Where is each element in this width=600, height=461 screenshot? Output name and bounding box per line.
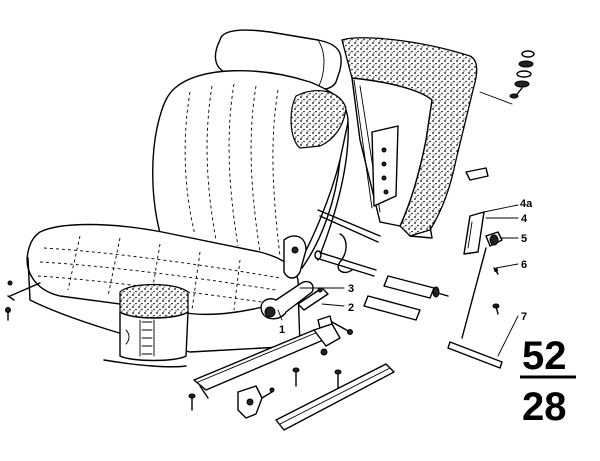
group-number: 52 28	[520, 334, 576, 429]
top-fastener	[479, 50, 535, 105]
front-bolster	[119, 283, 189, 319]
group-number-bottom: 28	[522, 385, 567, 429]
backrest-corner-trim	[290, 90, 347, 149]
spacer-tube	[363, 295, 421, 321]
callout-2: 2	[348, 302, 354, 314]
left-seat-rail	[193, 329, 329, 391]
seat-cushion	[26, 223, 299, 316]
callout-1: 1	[279, 324, 285, 336]
part-7-rod	[447, 341, 503, 369]
release-cable	[337, 233, 353, 274]
callout-4: 4	[521, 213, 528, 225]
callout-7: 7	[521, 311, 527, 323]
latch-clip	[465, 167, 489, 181]
backrest-frame	[317, 37, 535, 243]
group-number-top: 52	[522, 334, 567, 378]
cylinder-rod	[383, 275, 435, 299]
hinge-plate	[283, 235, 307, 279]
seat-assembly	[5, 29, 349, 368]
callout-5: 5	[521, 233, 527, 245]
part-2-lever	[297, 287, 329, 311]
leader-lines	[277, 204, 519, 357]
callout-3: 3	[348, 283, 354, 295]
callout-4a: 4a	[520, 198, 533, 210]
small-parts	[447, 211, 503, 369]
pin-left	[9, 282, 41, 297]
callout-6: 6	[521, 259, 527, 271]
recliner-rod	[317, 251, 377, 271]
screw-left-top	[7, 280, 13, 286]
seat-rails	[188, 323, 395, 431]
callout-labels: 4a 4 5 6 7 3 2 1	[279, 198, 533, 336]
part-4-bracket	[463, 211, 485, 255]
right-seat-rail	[275, 363, 395, 431]
